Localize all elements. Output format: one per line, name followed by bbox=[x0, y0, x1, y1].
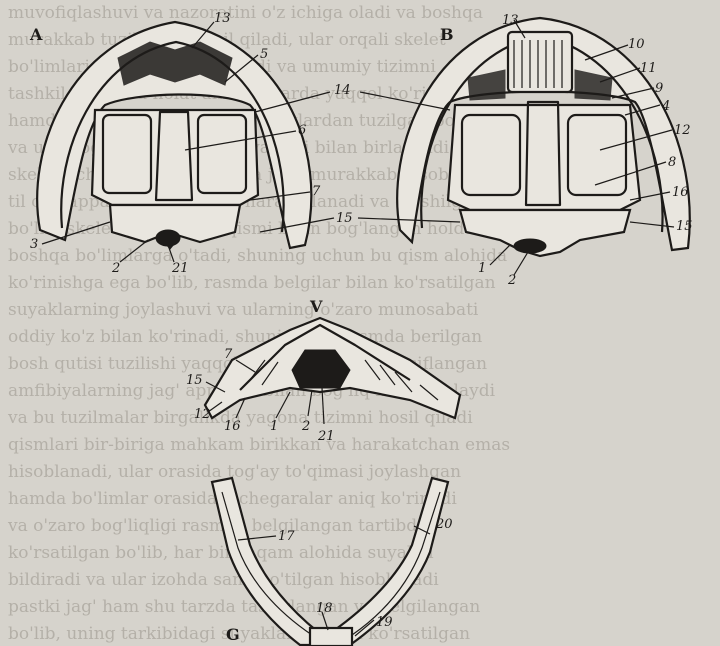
skull-a-foramen bbox=[156, 230, 180, 246]
label-v-1: 1 bbox=[270, 419, 278, 434]
label-v-21: 21 bbox=[317, 429, 335, 444]
skull-a-orbit-left bbox=[103, 115, 151, 193]
skull-v-leader-1 bbox=[276, 392, 290, 418]
skull-v-leader-2 bbox=[308, 390, 312, 416]
label-b-8: 8 bbox=[668, 155, 676, 170]
label-a-21: 21 bbox=[171, 261, 189, 276]
panel-label-a: A bbox=[29, 25, 43, 44]
jaw-g-symphysis bbox=[310, 628, 352, 646]
skull-b-condyle bbox=[514, 239, 546, 253]
label-a-3: 3 bbox=[30, 237, 38, 252]
skull-b: B 13 10 11 9 4 12 8 16 15 1 2 bbox=[358, 13, 693, 288]
label-a-15: 15 bbox=[336, 211, 353, 226]
skull-v: V 7 15 12 16 1 2 21 bbox=[186, 297, 460, 444]
label-b-16: 16 bbox=[672, 185, 689, 200]
label-b-15: 15 bbox=[676, 219, 693, 234]
label-g-17: 17 bbox=[278, 529, 295, 544]
panel-label-v: V bbox=[309, 297, 323, 316]
skull-v-leader-21 bbox=[322, 388, 324, 424]
label-a-14: 14 bbox=[334, 83, 351, 98]
label-b-9: 9 bbox=[655, 81, 663, 96]
label-a-5: 5 bbox=[260, 47, 268, 62]
skull-a-leader-2 bbox=[120, 240, 148, 262]
label-g-18: 18 bbox=[316, 601, 333, 616]
skull-b-orbit-left bbox=[462, 115, 520, 195]
label-b-4: 4 bbox=[661, 99, 670, 114]
label-a-7: 7 bbox=[312, 184, 321, 199]
label-v-15: 15 bbox=[186, 373, 203, 388]
skull-b-leader-1 bbox=[490, 245, 510, 265]
label-a-2: 2 bbox=[111, 261, 120, 276]
lower-jaw-g: G 17 20 18 19 bbox=[212, 478, 453, 646]
panel-label-b: B bbox=[440, 25, 454, 44]
panel-label-g: G bbox=[226, 625, 240, 644]
skull-b-orbit-right bbox=[568, 115, 626, 195]
label-b-10: 10 bbox=[628, 37, 645, 52]
label-b-13: 13 bbox=[502, 13, 519, 28]
label-b-2: 2 bbox=[507, 273, 516, 288]
label-v-16: 16 bbox=[224, 419, 241, 434]
label-a-13: 13 bbox=[214, 11, 231, 26]
label-b-1: 1 bbox=[478, 261, 486, 276]
jaw-g-left-ramus bbox=[212, 478, 320, 645]
skull-a-orbit-right bbox=[198, 115, 246, 193]
label-b-11: 11 bbox=[640, 61, 657, 76]
label-v-7: 7 bbox=[224, 347, 233, 362]
label-v-2: 2 bbox=[301, 419, 310, 434]
label-b-12: 12 bbox=[674, 123, 691, 138]
skull-b-leader-2 bbox=[514, 252, 528, 275]
label-v-12: 12 bbox=[194, 407, 211, 422]
label-g-20: 20 bbox=[435, 517, 453, 532]
label-a-6: 6 bbox=[298, 123, 306, 138]
label-g-19: 19 bbox=[376, 615, 393, 630]
skull-a: A 13 5 14 6 7 15 3 2 21 bbox=[29, 11, 353, 276]
